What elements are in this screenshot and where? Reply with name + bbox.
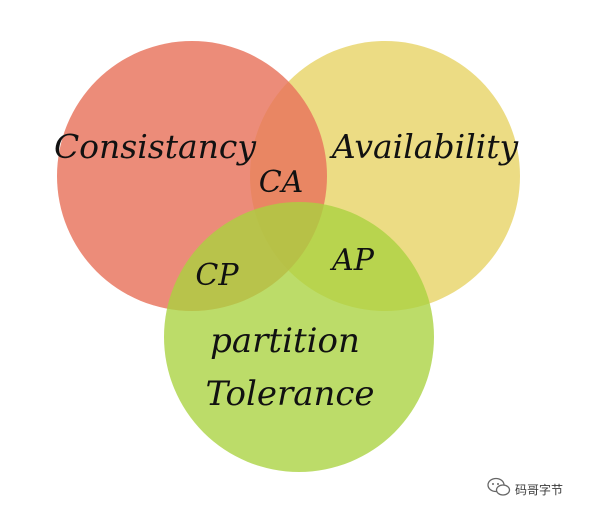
- availability-label: Availability: [329, 127, 519, 166]
- ca-label: CA: [259, 165, 304, 200]
- wechat-icon: [487, 477, 511, 496]
- ap-label: AP: [329, 243, 375, 278]
- partition-label: partition: [210, 321, 360, 361]
- watermark: 码哥字节: [487, 477, 563, 497]
- watermark-text: 码哥字节: [515, 482, 563, 497]
- consistency-label: Consistancy: [54, 127, 256, 166]
- tolerance-label: Tolerance: [205, 374, 374, 414]
- partition-tolerance-circle: [164, 202, 434, 472]
- cp-label: CP: [195, 258, 239, 293]
